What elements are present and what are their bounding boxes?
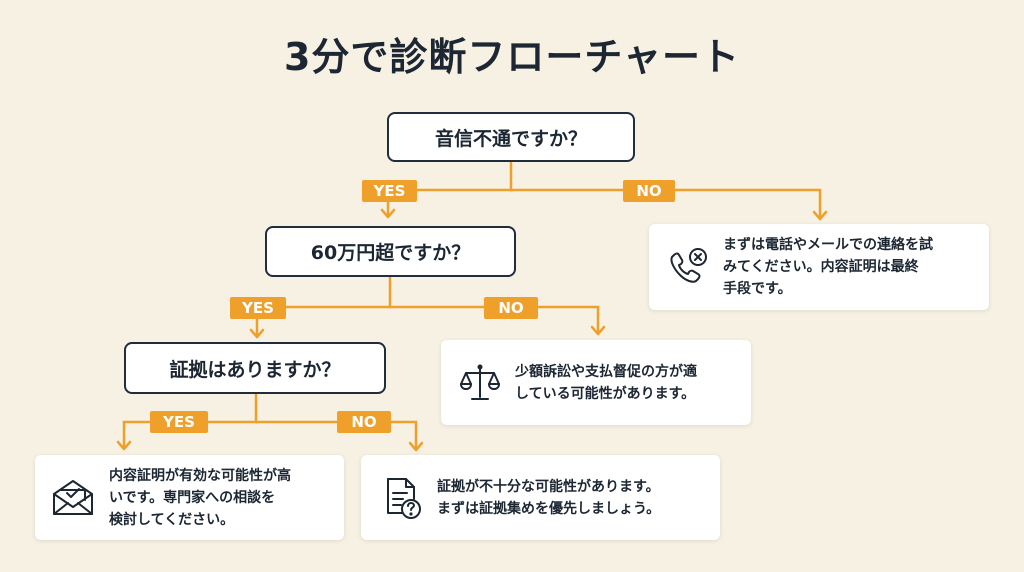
outcome-card-contact-first: まずは電話やメールでの連絡を試 みてください。内容証明は最終 手段です。	[649, 224, 989, 310]
connector-q3-no	[254, 420, 418, 451]
no-label-q2: NO	[484, 297, 538, 319]
outcome-card-certified-mail: 内容証明が有効な可能性が高 いです。専門家への相談を 検討してください。	[35, 455, 344, 540]
phone-cancel-icon	[661, 245, 713, 289]
no-label-q3: NO	[337, 411, 391, 433]
connector-q2-no	[388, 305, 600, 335]
question-node-q1: 音信不通ですか？	[387, 112, 635, 162]
outcome-text-gather-evidence: 証拠が不十分な可能性があります。 まずは証拠集めを優先しましょう。	[437, 478, 661, 517]
arrowhead-q1-no	[812, 210, 828, 221]
question-node-q2: 60万円超ですか？	[265, 226, 516, 277]
scales-icon	[455, 361, 505, 405]
arrowhead-q1-yes	[380, 208, 396, 219]
arrowhead-q3-yes	[116, 440, 132, 451]
outcome-card-small-claims: 少額訴訟や支払督促の方が適 している可能性があります。	[441, 340, 751, 425]
page-title: 3分で診断フローチャート	[283, 35, 741, 79]
document-question-icon	[377, 475, 427, 521]
question-node-q3: 証拠はありますか？	[124, 342, 386, 394]
outcome-text-contact-first: まずは電話やメールでの連絡を試 みてください。内容証明は最終 手段です。	[723, 237, 933, 297]
connector-q2-split	[255, 275, 392, 338]
no-label-q1: NO	[623, 180, 675, 202]
envelope-check-icon	[47, 476, 99, 520]
arrowhead-q2-yes	[249, 328, 265, 339]
yes-label-q1: YES	[362, 180, 417, 202]
yes-label-q3: YES	[150, 411, 208, 433]
outcome-text-certified-mail: 内容証明が有効な可能性が高 いです。専門家への相談を 検討してください。	[109, 467, 291, 528]
outcome-text-small-claims: 少額訴訟や支払督促の方が適 している可能性があります。	[515, 363, 697, 402]
outcome-card-gather-evidence: 証拠が不十分な可能性があります。 まずは証拠集めを優先しましょう。	[361, 455, 720, 540]
yes-label-q2: YES	[230, 297, 286, 319]
arrowhead-q3-no	[408, 441, 424, 452]
arrowhead-q2-no	[590, 325, 606, 336]
connector-q1-split	[386, 160, 513, 218]
connector-q1-no	[509, 188, 822, 220]
